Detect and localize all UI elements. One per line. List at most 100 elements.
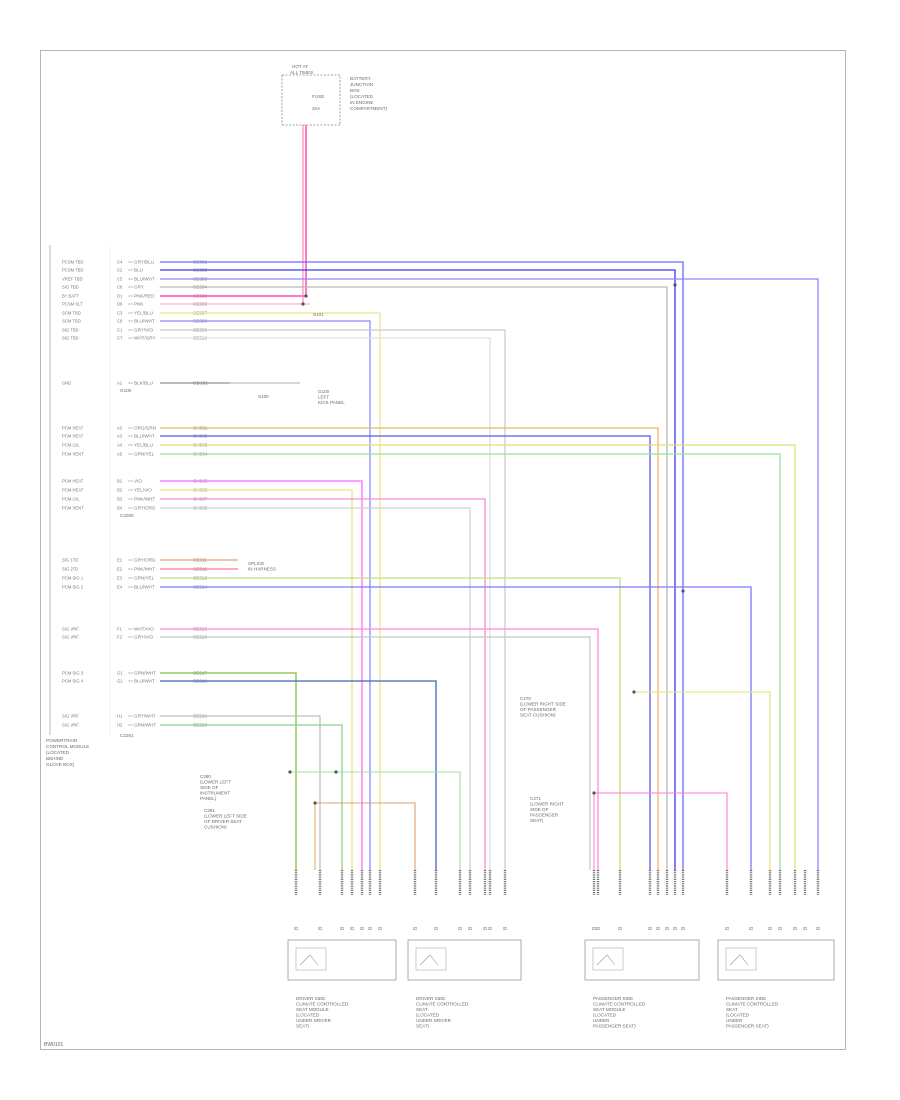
wire: [160, 269, 676, 870]
pin-function-label: PCSM TBD: [62, 268, 84, 273]
connector-pin-label: B: [778, 926, 784, 930]
pin-number: E4: [117, 585, 123, 590]
connector-pin-label: B: [749, 926, 755, 930]
pin-number: H1: [117, 714, 123, 719]
connector-pin-label: B: [816, 926, 822, 930]
pin-function-label: SCM TBD: [62, 319, 81, 324]
hot-splice-ref: S101: [313, 312, 324, 317]
ground-ref: G100: [120, 388, 132, 393]
pin-number: D1: [117, 294, 123, 299]
wire: [160, 427, 659, 870]
connector-pin-label: B: [360, 926, 366, 930]
pin-function-label: PCM VENT: [62, 506, 84, 511]
seat-label-line: SEAT): [416, 1024, 430, 1029]
wire-color-label: PNK: [134, 302, 144, 307]
connector-pin-label: B: [434, 926, 440, 930]
pin-function-label: SIG TBD: [62, 328, 79, 333]
fuse-note-line: COMPARTMENT): [350, 106, 388, 111]
seat-symbol-mark: [596, 954, 616, 966]
wire-color-label: GRN/YEL: [134, 452, 155, 457]
fuse-label-1: ALL TIMES: [290, 70, 313, 75]
wire-color-label: VIO: [134, 479, 142, 484]
connector-pin-label: B: [592, 926, 598, 930]
pin-number: F1: [117, 627, 123, 632]
wire-color-label: BLK/BLU: [134, 381, 153, 386]
connector-note-line: INSTRUMENT: [200, 791, 230, 796]
wire: [160, 444, 796, 870]
wire: [160, 507, 471, 870]
wire-color-label: GRY/VIO: [134, 328, 153, 333]
seat-label-line: SEAT MODULE: [593, 1007, 626, 1012]
pin-function-label: PCM LVL: [62, 443, 80, 448]
seat-label-line: DRIVER SIDE: [296, 996, 325, 1001]
connector-pin-label: B: [488, 926, 494, 930]
connector-note-line: SIDE OF: [530, 807, 549, 812]
connector-note-line: (LOWER RIGHT: [530, 802, 564, 807]
connector-pin-label: B: [340, 926, 346, 930]
seat-label-line: CLIMATE CONTROLLED: [296, 1002, 349, 1007]
wire-color-label: PNK/WHT: [134, 567, 155, 572]
pin-function-label: SCM TBD: [62, 311, 81, 316]
pin-number: F2: [117, 635, 123, 640]
connector-pin-label: B: [458, 926, 464, 930]
seat-label-line: SEAT: [726, 1007, 738, 1012]
connector-pin-label: B: [673, 926, 679, 930]
wire-color-label: GRN/WHT: [134, 671, 156, 676]
fuse-note-line: (LOCATED: [350, 94, 374, 99]
wire-color-label: BLU/WHT: [134, 585, 155, 590]
module-name-line: (LOCATED: [46, 750, 70, 755]
connector-note-line: C270: [520, 696, 531, 701]
wire-color-label: YEL/BLU: [134, 443, 153, 448]
splice-dot: [681, 589, 685, 593]
pin-function-label: PCSM SLT: [62, 302, 83, 307]
pin-function-label: B+ BATT: [62, 294, 79, 299]
diagram-id: BW0101: [44, 1042, 64, 1048]
splice-dot: [313, 801, 317, 805]
pin-function-label: SIG TBD: [62, 336, 79, 341]
connector-note-line: SIDE OF: [200, 785, 219, 790]
connector-note-line: SEAT): [530, 818, 544, 823]
wire: [160, 278, 819, 870]
splice-note-line: IN HARNESS: [248, 567, 276, 572]
seat-symbol-mark: [299, 954, 319, 966]
wire: [160, 577, 621, 870]
module-name-line: CONTROL MODULE: [46, 744, 89, 749]
seat-label-line: DRIVER SIDE: [416, 996, 445, 1001]
pin-number: B2: [117, 488, 123, 493]
wire-color-label: BLU/WHT: [134, 679, 155, 684]
connector-pin-label: B: [618, 926, 624, 930]
wire-color-label: ORG/GRN: [134, 426, 156, 431]
wire-color-label: BLU/WHT: [134, 319, 155, 324]
pin-number: C7: [117, 336, 123, 341]
pin-function-label: SIG TBD: [62, 285, 79, 290]
seat-symbol-mark: [729, 954, 749, 966]
wire: [160, 672, 297, 870]
pin-number: G1: [117, 671, 123, 676]
pin-number: C5: [117, 277, 123, 282]
seat-label-line: CLIMATE CONTROLLED: [726, 1002, 779, 1007]
seat-module-box: [717, 939, 835, 981]
connector-note-line: SEAT CUSHION): [520, 713, 556, 718]
pin-number: G2: [117, 679, 123, 684]
seat-symbol: [592, 947, 624, 971]
seat-symbol: [415, 947, 447, 971]
wire: [290, 771, 461, 870]
wire-color-label: PNK/WHT: [134, 497, 155, 502]
seat-symbol: [725, 947, 757, 971]
module-connector-ref: C2280: [120, 513, 134, 518]
pin-number: A1: [117, 381, 123, 386]
connector-note-line: (LOWER LEFT SIDE: [204, 814, 247, 819]
wire: [160, 715, 321, 870]
seat-label-line: PASSENGER SIDE: [593, 996, 633, 1001]
connector-note-line: (LOWER RIGHT SIDE: [520, 702, 566, 707]
connector-note-line: PANEL): [200, 796, 217, 801]
pin-number: C1: [117, 328, 123, 333]
seat-label-line: UNDER: [726, 1018, 743, 1023]
wire-color-label: BLU: [134, 268, 143, 273]
pin-number: A3: [117, 434, 123, 439]
connector-pin-label: B: [294, 926, 300, 930]
wire-color-label: GRN/WHT: [134, 723, 156, 728]
module-name-line: BEHIND: [46, 756, 64, 761]
pin-function-label: PCM HEAT: [62, 479, 84, 484]
